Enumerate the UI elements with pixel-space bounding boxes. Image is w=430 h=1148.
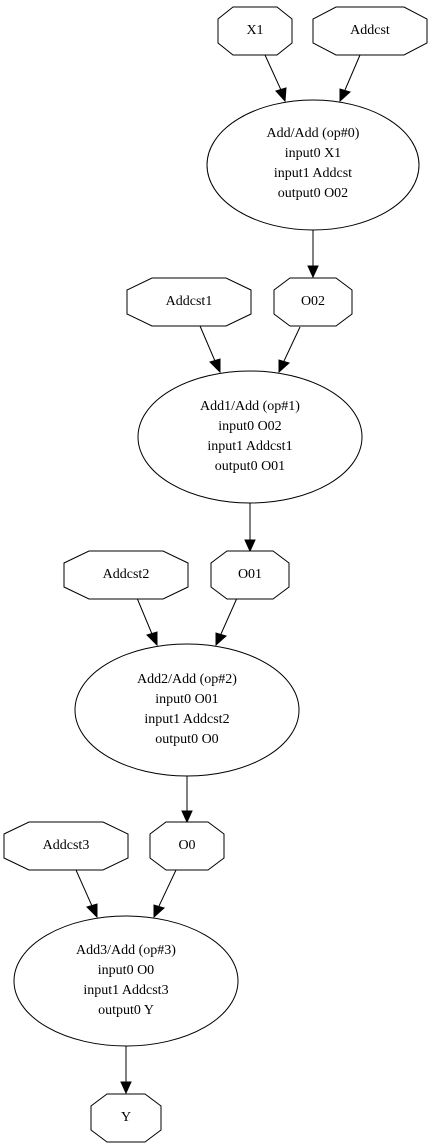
edges xyxy=(75,54,361,1095)
tensor-label-addcst3: Addcst3 xyxy=(43,838,90,853)
op-node-add2: Add2/Add (op#2) input0 O01 input1 Addcst… xyxy=(74,643,300,777)
edge-o01-to-op2 xyxy=(215,597,238,647)
tensor-node-addcst2: Addcst2 xyxy=(63,550,189,600)
tensor-label-addcst1: Addcst1 xyxy=(166,294,213,309)
op-input1: input1 Addcst1 xyxy=(207,439,292,454)
op-input0: input0 O02 xyxy=(218,419,281,434)
tensor-label-addcst2: Addcst2 xyxy=(103,567,150,582)
tensor-node-o01: O01 xyxy=(210,550,290,600)
tensor-label-x1: X1 xyxy=(246,23,263,38)
tensor-label-o02: O02 xyxy=(301,294,325,309)
op-input0: input0 O0 xyxy=(98,963,154,978)
tensor-node-addcst3: Addcst3 xyxy=(3,821,129,871)
tensor-label-addcst: Addcst xyxy=(350,23,390,38)
edge-o02-to-op1 xyxy=(278,326,301,374)
tensor-node-o02: O02 xyxy=(273,277,353,327)
tensor-label-o01: O01 xyxy=(238,567,262,582)
op-output0: output0 O0 xyxy=(155,732,218,747)
edge-op3-to-y xyxy=(120,1046,132,1095)
op-node-add: Add/Add (op#0) input0 X1 input1 Addcst o… xyxy=(206,99,420,231)
op-output0: output0 O02 xyxy=(278,186,348,201)
edge-x1-to-op0 xyxy=(264,54,287,103)
op-node-add3: Add3/Add (op#3) input0 O0 input1 Addcst3… xyxy=(13,915,239,1047)
tensor-node-addcst1: Addcst1 xyxy=(126,277,252,327)
op-node-add1: Add1/Add (op#1) input0 O02 input1 Addcst… xyxy=(137,370,363,504)
tensor-node-o0: O0 xyxy=(149,821,225,871)
edge-addcst2-to-op2 xyxy=(136,597,158,647)
op-output0: output0 O01 xyxy=(215,459,285,474)
op-input0: input0 X1 xyxy=(285,146,341,161)
edge-op2-to-o0 xyxy=(181,776,193,824)
edge-op1-to-o01 xyxy=(244,503,256,553)
edge-o0-to-op3 xyxy=(153,869,177,919)
edge-addcst-to-op0 xyxy=(339,54,361,103)
op-title: Add1/Add (op#1) xyxy=(200,399,300,414)
tensor-label-o0: O0 xyxy=(178,838,195,853)
op-input1: input1 Addcst2 xyxy=(144,712,229,727)
op-input1: input1 Addcst xyxy=(274,166,352,181)
edge-addcst1-to-op1 xyxy=(199,325,221,374)
tensor-node-x1: X1 xyxy=(217,6,293,56)
tensor-label-y: Y xyxy=(121,1110,131,1125)
op-input1: input1 Addcst3 xyxy=(83,983,168,998)
edge-op0-to-o02 xyxy=(307,230,319,279)
op-input0: input0 O01 xyxy=(155,692,218,707)
op-title: Add/Add (op#0) xyxy=(267,126,360,141)
op-output0: output0 Y xyxy=(98,1003,154,1018)
tensor-node-addcst: Addcst xyxy=(312,6,428,56)
tensor-node-y: Y xyxy=(90,1093,162,1143)
op-title: Add3/Add (op#3) xyxy=(76,943,176,958)
edge-addcst3-to-op3 xyxy=(75,869,98,919)
op-title: Add2/Add (op#2) xyxy=(137,672,237,687)
